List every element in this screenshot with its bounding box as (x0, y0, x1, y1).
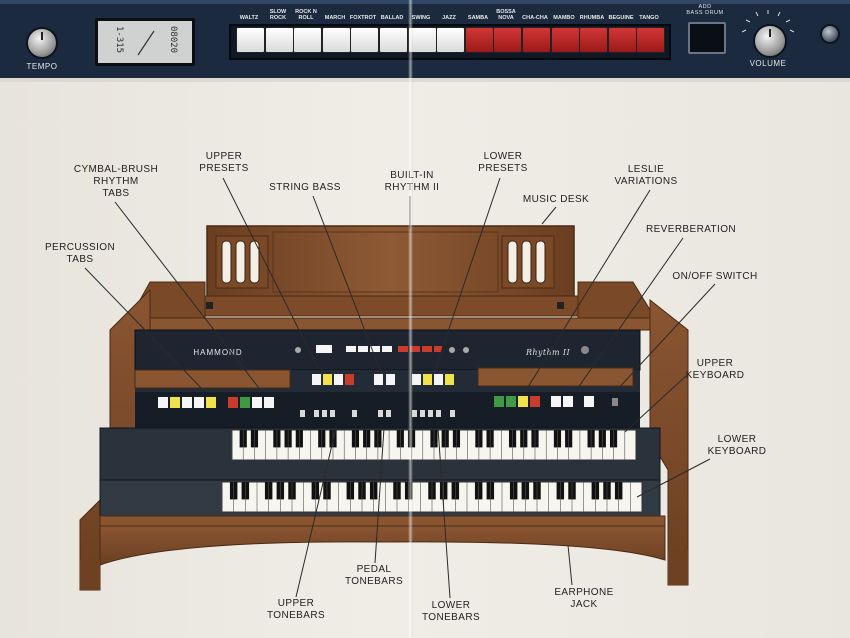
rhythm-tab-label: SAMBA (467, 15, 489, 21)
counter-text-left: 1-315 (114, 26, 124, 54)
page-fold-crease (408, 0, 413, 638)
bass-drum-label: ADD BASS DRUM (686, 4, 724, 16)
rhythm-tab-cha-cha[interactable] (522, 27, 551, 53)
callout-music-desk: MUSIC DESK (522, 194, 590, 205)
rhythm-tab-label: SLOW ROCK (269, 9, 287, 21)
callout-lower-tonebars: LOWER TONEBARS (421, 600, 481, 623)
rhythm-tab-ballad[interactable] (379, 27, 408, 53)
rhythm-tab-label: BEGUINE (608, 15, 634, 21)
rhythm-tab-slow-rock[interactable] (265, 27, 294, 53)
tempo-label: TEMPO (26, 62, 58, 71)
rhythm-tab-rock-n-roll[interactable] (293, 27, 322, 53)
callout-upper-keyboard: UPPER KEYBOARD (685, 358, 745, 381)
rhythm-tab-label: WALTZ (239, 15, 259, 21)
callout-lower-presets: LOWER PRESETS (478, 151, 528, 174)
rhythm-tab-label: BALLAD (380, 15, 404, 21)
rhythm-tab-bossa-nova[interactable] (493, 27, 522, 53)
organ-brand: HAMMOND (193, 348, 243, 357)
rhythm-tab-label: BOSSA NOVA (496, 9, 516, 21)
volume-scale-marks (741, 10, 795, 33)
rhythm-tab-waltz[interactable] (236, 27, 265, 53)
counter-text-right: 08020 (168, 26, 178, 54)
preset-tab-row (312, 374, 454, 385)
callout-earphone-jack: EARPHONE JACK (554, 587, 614, 610)
volume-knob[interactable] (753, 24, 787, 58)
rhythm-tab-label: CHA-CHA (522, 15, 548, 21)
rhythm-tab-label: ROCK N ROLL (295, 9, 317, 21)
callout-string-bass: STRING BASS (269, 182, 341, 193)
callout-upper-tonebars: UPPER TONEBARS (266, 598, 326, 621)
organ-model-script: Rhythm II (525, 348, 571, 357)
rhythm-tab-tango[interactable] (636, 27, 665, 53)
tempo-knob[interactable] (26, 27, 58, 59)
rhythm-tab-label: MAMBO (553, 15, 575, 21)
rhythm-tab-label: JAZZ (442, 15, 456, 21)
leslie-reverb-tabs (494, 396, 618, 407)
tonebar-row (300, 410, 455, 417)
callout-cymbal-brush-rhythm-tabs: CYMBAL-BRUSH RHYTHM TABS (73, 164, 159, 199)
rhythm-tab-label: MARCH (324, 15, 346, 21)
music-desk (199, 225, 582, 317)
rhythm-tab-foxtrot[interactable] (350, 27, 379, 53)
callout-lower-keyboard: LOWER KEYBOARD (707, 434, 767, 457)
rhythm-tab-rhumba[interactable] (579, 27, 608, 53)
mini-rhythm-tabs (295, 345, 589, 354)
callout-pedal-tonebars: PEDAL TONEBARS (344, 564, 404, 587)
callout-on-off-switch: ON/OFF SWITCH (672, 271, 758, 282)
callout-upper-presets: UPPER PRESETS (199, 151, 249, 174)
callout-percussion-tabs: PERCUSSION TABS (44, 242, 116, 265)
rhythm-control-strip: TEMPO 1-315 08020 WALTZ SLOW ROCK ROCK N R… (0, 0, 850, 82)
rhythm-tab-label: TANGO (639, 15, 659, 21)
tempo-counter-window: 1-315 08020 (95, 18, 195, 66)
rhythm-tab-jazz[interactable] (436, 27, 465, 53)
rhythm-tab-samba[interactable] (465, 27, 494, 53)
add-bass-drum-button[interactable] (688, 22, 726, 54)
rhythm-tab-march[interactable] (322, 27, 351, 53)
rhythm-tab-label: SWING (411, 15, 431, 21)
percussion-tab-row (158, 397, 274, 408)
rhythm-tab-label: FOXTROT (349, 15, 377, 21)
strip-edge (0, 0, 850, 4)
rhythm-tab-mambo[interactable] (551, 27, 580, 53)
callout-leslie-variations: LESLIE VARIATIONS (614, 164, 678, 187)
callout-reverberation: REVERBERATION (645, 224, 737, 235)
on-off-knob-small[interactable] (820, 24, 840, 44)
rhythm-tab-label: RHUMBA (579, 15, 605, 21)
volume-label: VOLUME (749, 59, 787, 68)
rhythm-tab-beguine[interactable] (608, 27, 637, 53)
